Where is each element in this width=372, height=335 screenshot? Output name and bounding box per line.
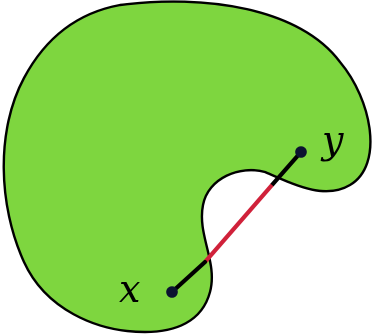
segment-outside [203, 183, 274, 264]
point-y-label: y [320, 118, 344, 162]
point-x-label: x [119, 267, 140, 311]
segment-inside-upper [269, 149, 304, 188]
point-x-dot [166, 286, 178, 298]
segment-inside-lower [169, 259, 208, 295]
point-y-dot [295, 146, 307, 158]
